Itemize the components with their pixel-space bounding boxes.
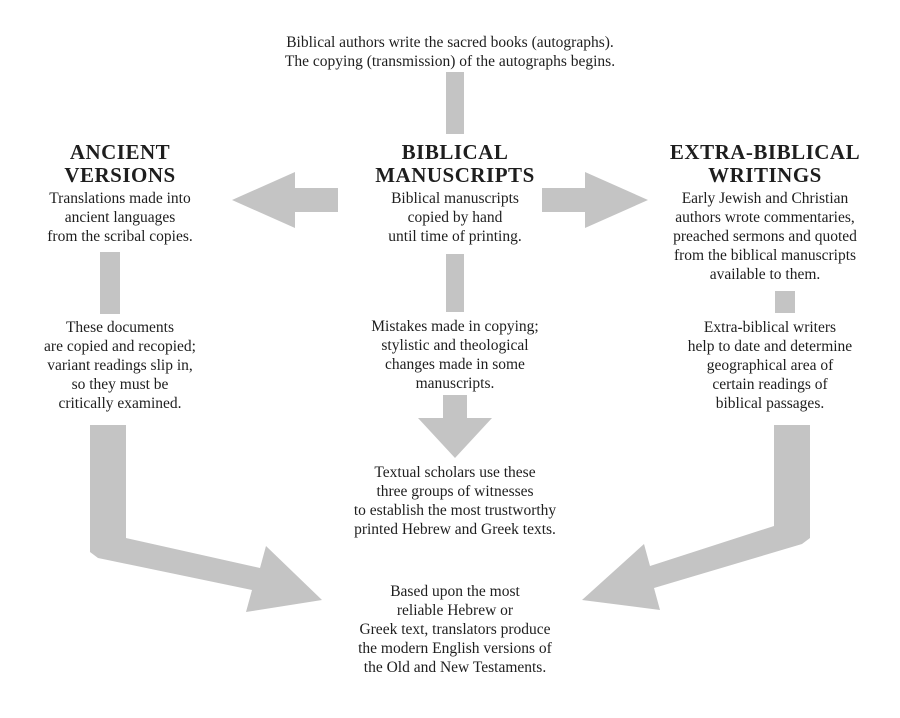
top-statement: Biblical authors write the sacred books …	[200, 33, 700, 71]
ancient-versions-note: These documents are copied and recopied;…	[0, 318, 240, 413]
note-line: variant readings slip in,	[47, 357, 193, 374]
note-line: changes made in some	[385, 356, 525, 373]
description-line: preached sermons and quoted	[673, 228, 857, 245]
scholars-line: three groups of witnesses	[376, 483, 534, 500]
connector-right-description-to-note	[775, 291, 795, 313]
arrow-right-to-bottom	[582, 425, 810, 610]
scholars-line: printed Hebrew and Greek texts.	[354, 521, 556, 538]
heading-line: BIBLICAL	[401, 140, 509, 164]
top-line: The copying (transmission) of the autogr…	[284, 53, 616, 70]
description-line: from the scribal copies.	[47, 228, 193, 245]
connector-center-description-to-note	[446, 254, 464, 312]
note-line: These documents	[65, 319, 175, 336]
heading-line: WRITINGS	[708, 163, 822, 187]
description-line: available to them.	[709, 266, 821, 283]
description-line: Translations made into	[49, 190, 191, 207]
heading-line: MANUSCRIPTS	[375, 163, 535, 187]
scholars-line: to establish the most trustworthy	[353, 502, 557, 519]
note-line: certain readings of	[712, 376, 828, 393]
arrow-to-ancient-versions	[232, 172, 338, 228]
note-line: Extra-biblical writers	[703, 319, 837, 336]
bottom-line: the modern English versions of	[358, 640, 552, 657]
extra-biblical-description: Early Jewish and Christian authors wrote…	[630, 189, 900, 284]
description-line: copied by hand	[407, 209, 503, 226]
extra-biblical-note: Extra-biblical writers help to date and …	[650, 318, 890, 413]
heading-line: EXTRA-BIBLICAL	[669, 140, 861, 164]
arrow-to-textual-scholars	[418, 395, 492, 458]
heading-line: VERSIONS	[64, 163, 176, 187]
copying-mistakes-note: Mistakes made in copying; stylistic and …	[315, 317, 595, 393]
heading-line: ANCIENT	[69, 140, 171, 164]
scholars-line: Textual scholars use these	[374, 464, 536, 481]
note-line: biblical passages.	[715, 395, 825, 412]
note-line: Mistakes made in copying;	[371, 318, 539, 335]
description-line: ancient languages	[64, 209, 176, 226]
note-line: are copied and recopied;	[44, 338, 196, 355]
extra-biblical-writings-heading: EXTRA-BIBLICAL WRITINGS	[640, 141, 890, 187]
textual-scholars-statement: Textual scholars use these three groups …	[275, 463, 635, 539]
description-line: until time of printing.	[388, 228, 522, 245]
bottom-line: the Old and New Testaments.	[363, 659, 547, 676]
note-line: manuscripts.	[415, 375, 495, 392]
note-line: so they must be	[71, 376, 169, 393]
arrow-to-extra-biblical	[542, 172, 648, 228]
bottom-line: Based upon the most	[390, 583, 520, 600]
biblical-manuscripts-heading: BIBLICAL MANUSCRIPTS	[335, 141, 575, 187]
ancient-versions-description: Translations made into ancient languages…	[0, 189, 240, 246]
top-line: Biblical authors write the sacred books …	[286, 34, 614, 51]
english-versions-statement: Based upon the most reliable Hebrew or G…	[300, 582, 610, 677]
description-line: Biblical manuscripts	[391, 190, 519, 207]
description-line: from the biblical manuscripts	[673, 247, 857, 264]
arrow-left-to-bottom	[90, 425, 322, 612]
note-line: critically examined.	[58, 395, 182, 412]
ancient-versions-heading: ANCIENT VERSIONS	[10, 141, 230, 187]
note-line: help to date and determine	[687, 338, 853, 355]
connector-left-description-to-note	[100, 252, 120, 314]
bottom-line: Greek text, translators produce	[359, 621, 551, 638]
biblical-manuscripts-description: Biblical manuscripts copied by hand unti…	[345, 189, 565, 246]
note-line: stylistic and theological	[381, 337, 529, 354]
description-line: Early Jewish and Christian	[681, 190, 849, 207]
bottom-line: reliable Hebrew or	[396, 602, 514, 619]
note-line: geographical area of	[706, 357, 834, 374]
connector-top-to-center	[446, 72, 464, 134]
description-line: authors wrote commentaries,	[675, 209, 855, 226]
